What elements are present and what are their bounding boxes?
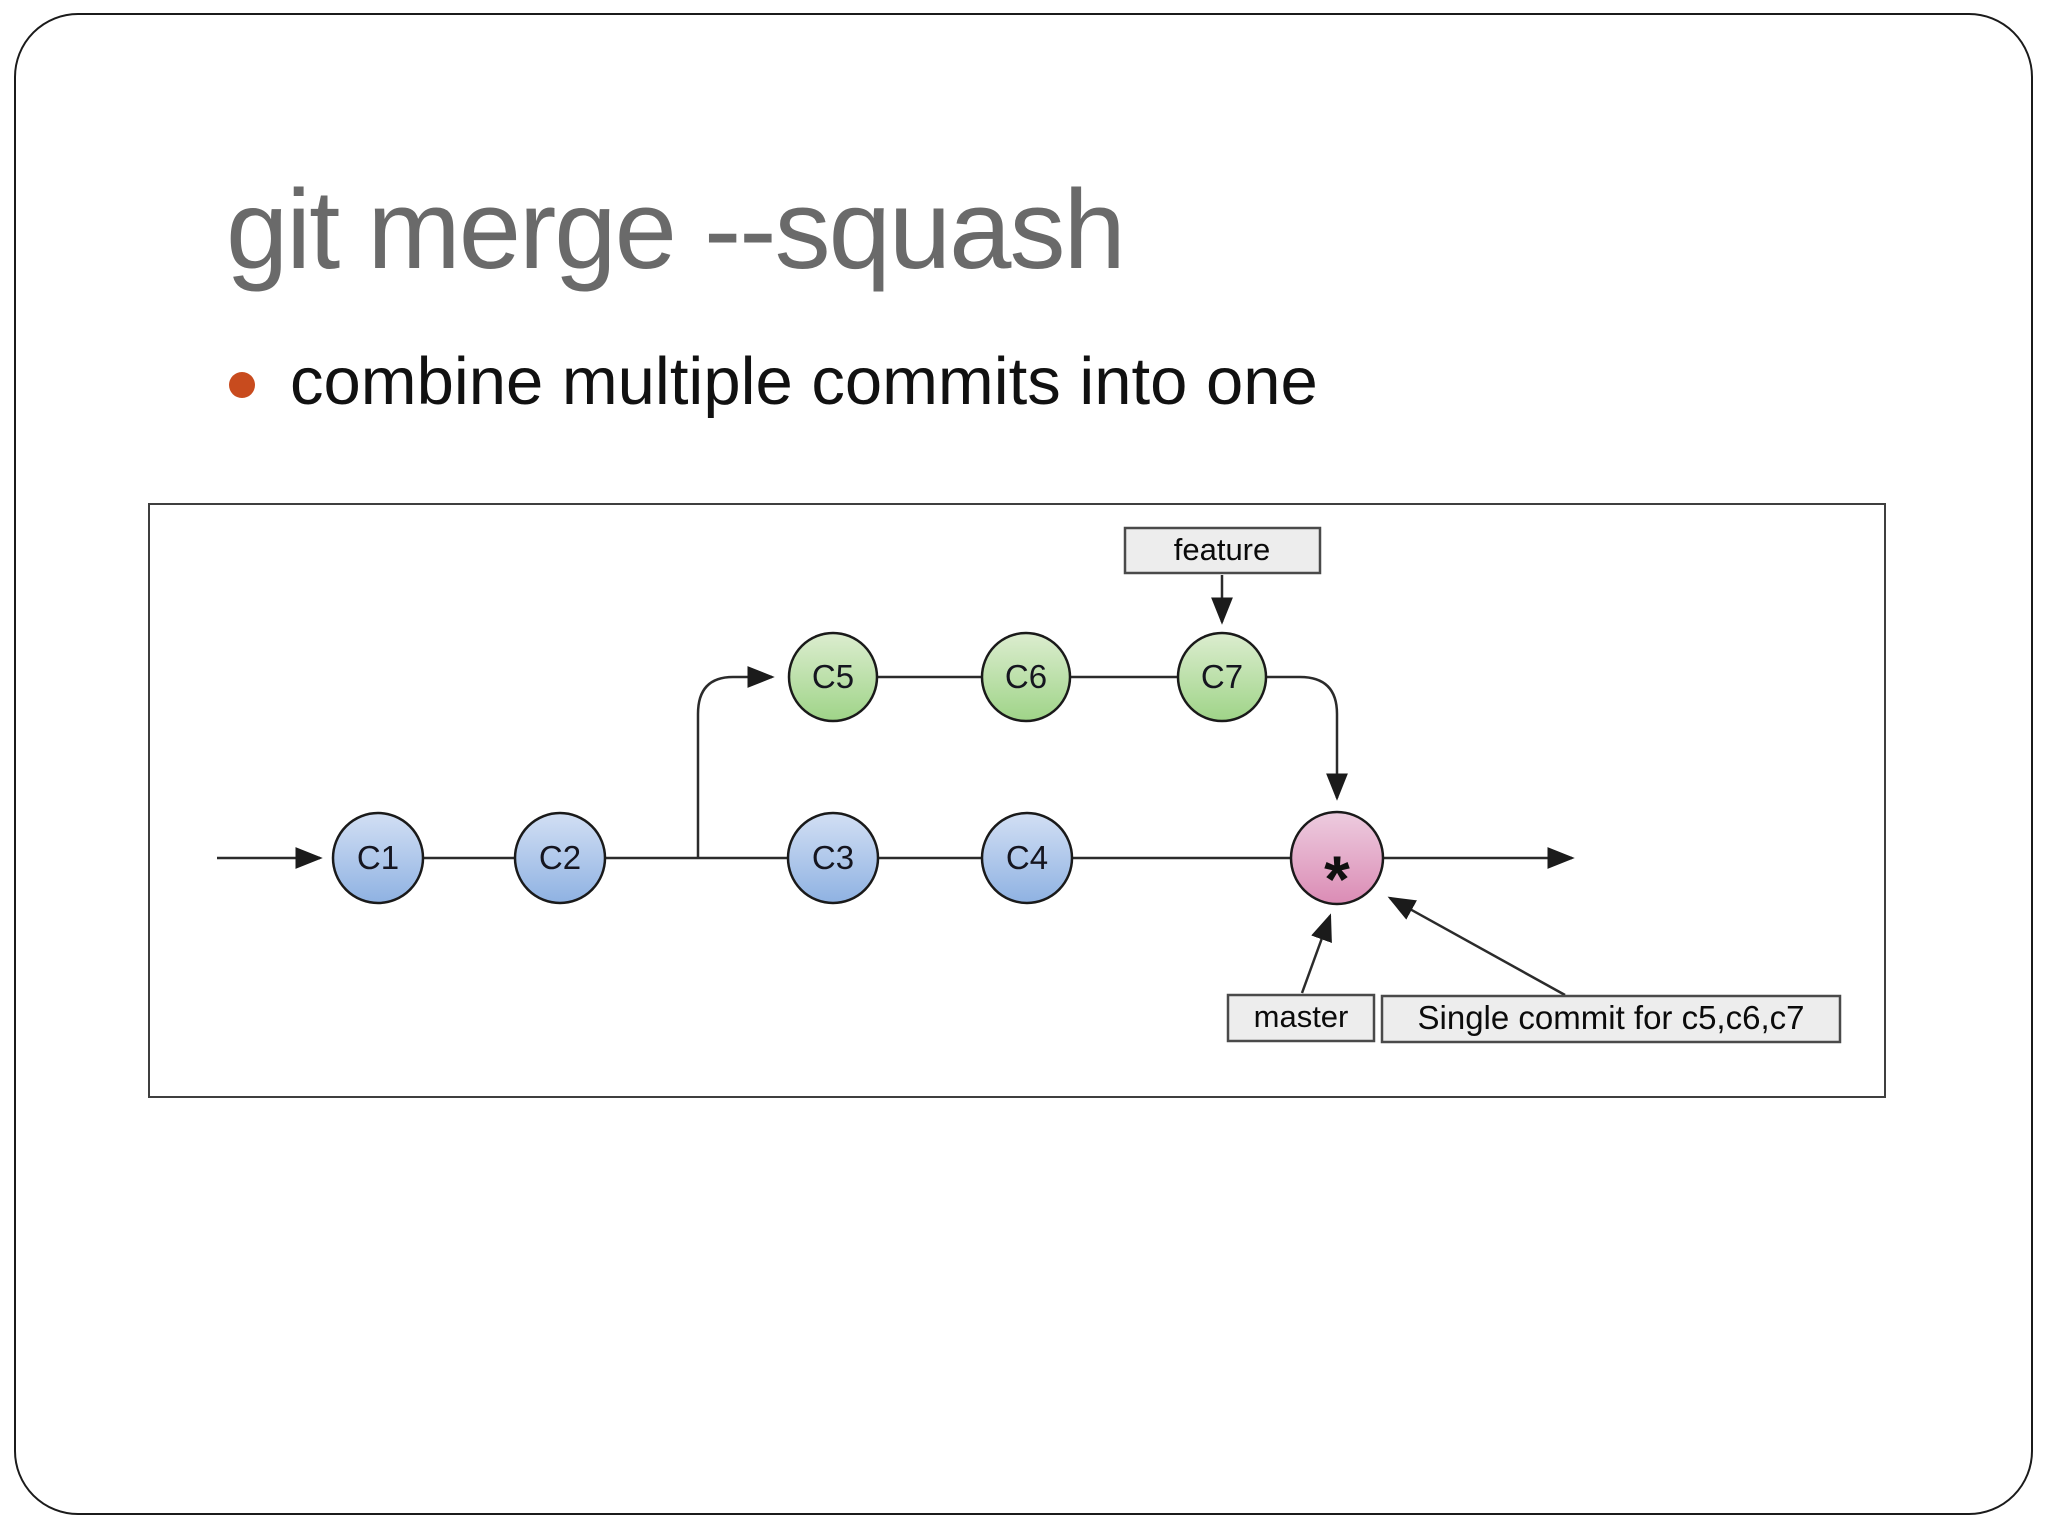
commit-label-c3: C3	[812, 839, 854, 876]
commit-label-c7: C7	[1201, 658, 1243, 695]
commit-node-c4	[980, 811, 1074, 905]
master-label: master	[1254, 999, 1349, 1034]
annotation-box	[1380, 994, 1842, 1044]
arrow-branch-to-c5	[696, 666, 775, 858]
page-title: git merge --squash	[226, 167, 1126, 292]
commit-node-c2	[513, 811, 607, 905]
arrow-annotation-to-squash	[1387, 896, 1566, 997]
annotation-label: Single commit for c5,c6,c7	[1418, 999, 1805, 1036]
master-label-box	[1226, 993, 1376, 1043]
commit-node-squash	[1289, 810, 1385, 906]
commit-label-c2: C2	[539, 839, 581, 876]
feature-label: feature	[1174, 532, 1271, 567]
commit-node-c3	[786, 811, 880, 905]
commit-label-c5: C5	[812, 658, 854, 695]
commit-label-c4: C4	[1006, 839, 1048, 876]
squash-commit-label: *	[1324, 842, 1350, 916]
commit-node-c5	[787, 631, 879, 723]
bullet-icon	[229, 372, 255, 398]
arrow-master-to-squash	[1300, 913, 1332, 994]
commit-node-c6	[980, 631, 1072, 723]
commit-node-c1	[331, 811, 425, 905]
feature-label-box	[1123, 526, 1322, 575]
commit-label-c1: C1	[357, 839, 399, 876]
commit-node-c7	[1176, 631, 1268, 723]
bullet-text: combine multiple commits into one	[290, 344, 1318, 419]
arrow-c7-to-squash	[1266, 675, 1348, 801]
commit-label-c6: C6	[1005, 658, 1047, 695]
